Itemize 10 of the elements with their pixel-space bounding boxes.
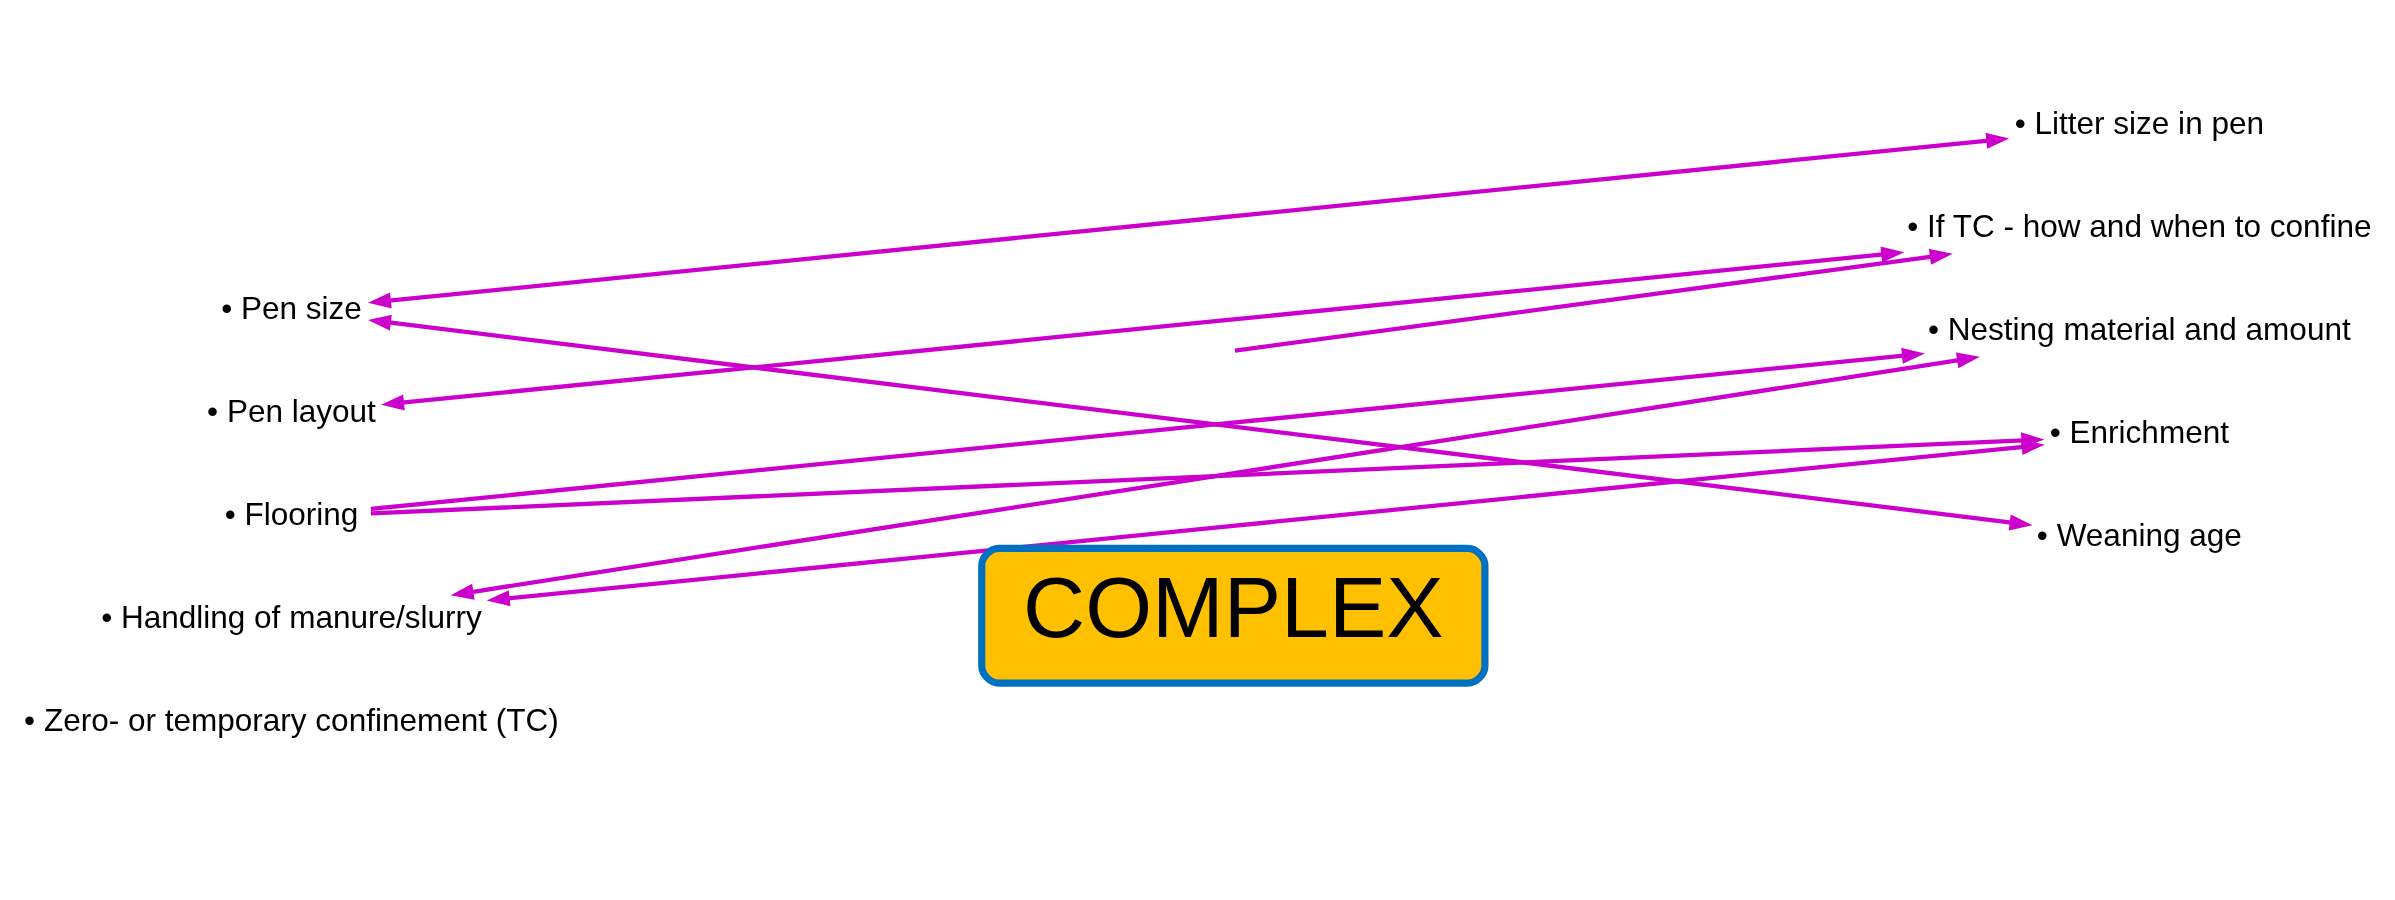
- node-text: • Weaning age: [2036, 516, 2242, 553]
- node-text: • Pen layout: [207, 392, 376, 429]
- node-text: • Flooring: [224, 495, 359, 532]
- node-text: • Zero- or temporary confinement (TC): [24, 701, 559, 738]
- node-text: • Enrichment: [2049, 413, 2229, 450]
- node-text: • If TC - how and when to confine: [1907, 207, 2372, 244]
- node-text: • Litter size in pen: [2014, 104, 2264, 141]
- node-text: • Nesting material and amount: [1928, 310, 2351, 347]
- node-text: • Handling of manure/slurry: [101, 598, 482, 635]
- node-text: • Pen size: [221, 289, 362, 325]
